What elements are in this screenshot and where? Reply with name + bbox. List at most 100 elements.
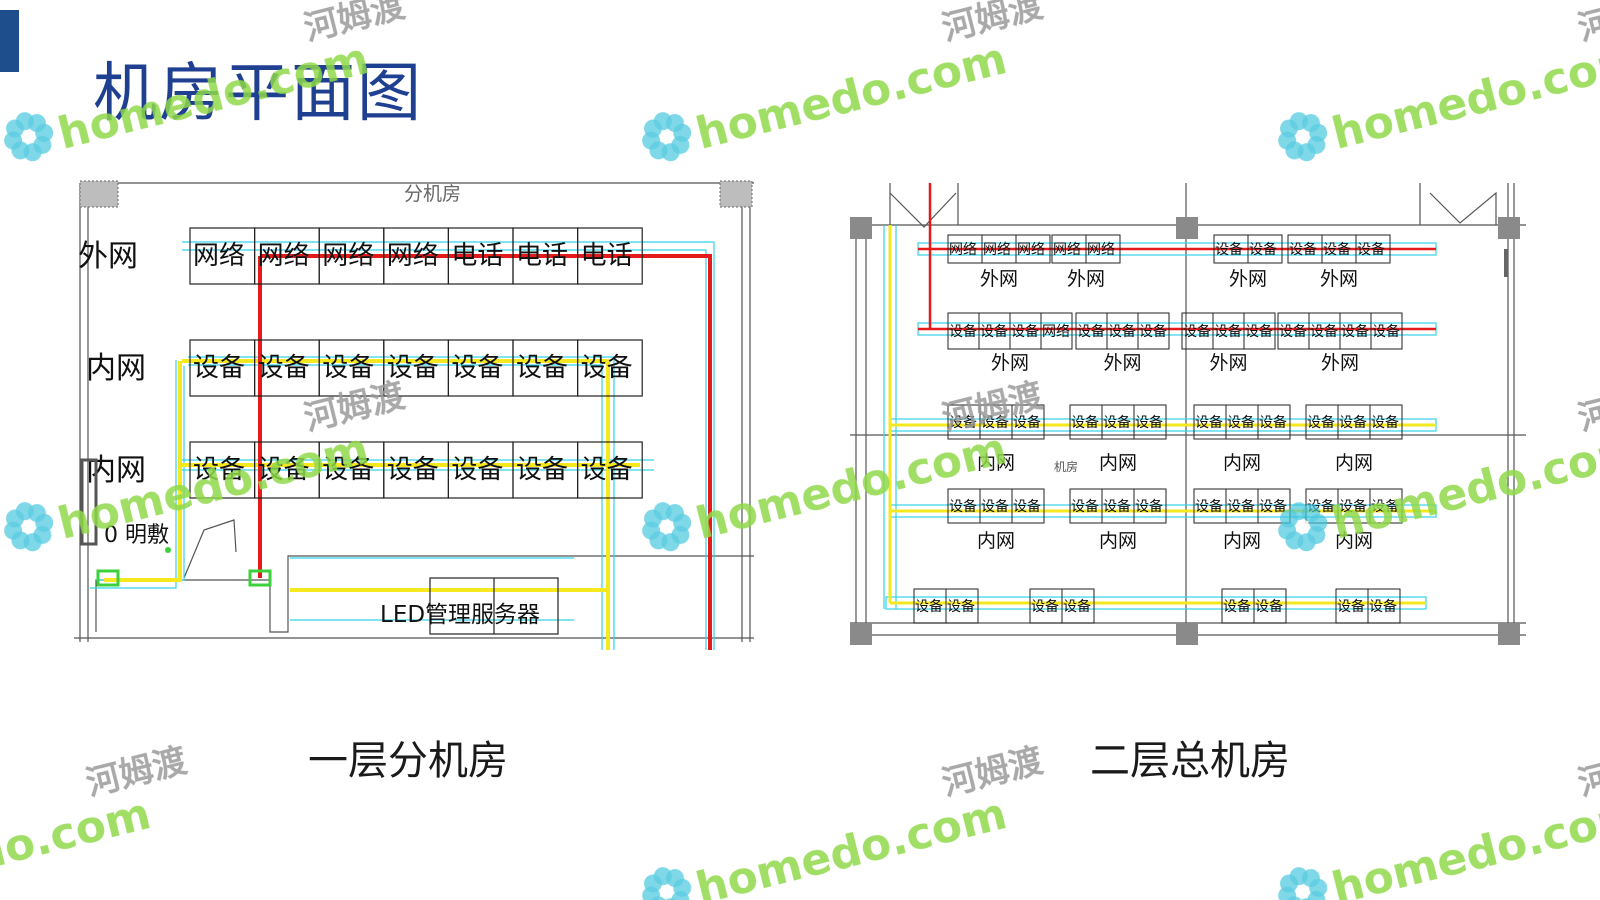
rack-cell-label: 设备: [1371, 414, 1399, 431]
rack-cell-label: 设备: [322, 455, 374, 485]
zone-label: 内网: [1335, 530, 1373, 552]
rack-cell: [577, 339, 643, 397]
rack-cell-label: 电话: [516, 241, 568, 271]
rack-cell-label: 设备: [193, 455, 245, 485]
rack-cell: [1369, 404, 1403, 440]
wall-panel-right: [1504, 249, 1508, 277]
watermark-cn: 河姆渡: [1574, 376, 1600, 439]
routing-note: 0 明敷: [104, 523, 169, 548]
watermark-cn: 河姆渡: [82, 741, 191, 804]
zone-label: 内网: [1223, 530, 1261, 552]
watermark-flower-icon: [1278, 867, 1328, 900]
outlet-right: [248, 569, 272, 587]
rack-cell-label: 设备: [1031, 598, 1059, 615]
zone-label: 外网: [1210, 352, 1248, 374]
outlet-left: [96, 569, 120, 587]
rack-cell: [1011, 488, 1045, 524]
cable-yellow: [104, 359, 640, 650]
rack-cell-label: 设备: [1255, 598, 1283, 615]
zone-label: 外网: [1229, 268, 1267, 290]
rack-cell-label: 设备: [1259, 414, 1287, 431]
rack-cell-label: 设备: [516, 455, 568, 485]
rack-cell-label: 设备: [1139, 323, 1167, 340]
rack-cell-label: 设备: [1289, 241, 1317, 258]
column-top-right: [719, 180, 753, 208]
watermark-flower-icon: [1278, 112, 1328, 162]
rack-cell-label: 设备: [1339, 414, 1367, 431]
watermark-brand: homedo.com: [691, 788, 1012, 900]
zone-label: 外网: [991, 352, 1029, 374]
rack-cell-label: 网络: [258, 241, 310, 271]
rack-cell: [1369, 488, 1403, 524]
rack-cell: [1370, 312, 1403, 350]
rack-cell-label: 设备: [1011, 323, 1039, 340]
plan1-rack-rows: 外网网络网络网络网络电话电话电话内网设备设备设备设备设备设备设备内网设备设备设备…: [78, 227, 643, 499]
rack-cell-label: 设备: [193, 353, 245, 383]
rack-cell: [577, 441, 643, 499]
rack-cell-label: 设备: [581, 455, 633, 485]
plan2-cable-yellow: [888, 225, 1436, 605]
column-b: [1176, 217, 1198, 239]
rack-cell-label: 设备: [1341, 323, 1369, 340]
rack-cell-label: 设备: [1307, 498, 1335, 515]
watermark-cn: 河姆渡: [1574, 0, 1600, 49]
rack-cell: [1061, 588, 1095, 624]
watermark-cn: 河姆渡: [1574, 741, 1600, 804]
rack-cell: [1085, 234, 1121, 264]
watermark-brand: homedo.com: [0, 788, 156, 900]
rack-cell-label: 设备: [1013, 414, 1041, 431]
rack-cell: [1137, 312, 1170, 350]
rack-cell-label: 设备: [387, 353, 439, 383]
rack-cell-label: 设备: [915, 598, 943, 615]
caption-second-floor: 二层总机房: [1090, 738, 1290, 784]
column-d: [850, 623, 872, 645]
rack-cell-label: 设备: [1323, 241, 1351, 258]
rack-cell-label: 设备: [1357, 241, 1385, 258]
rack-cell-label: 设备: [516, 353, 568, 383]
first-floor-plan: 分机房 外网网络网络网络网络电话电话电话内网设备设备设备设备设备设备设备内网设备…: [74, 180, 754, 650]
rack-cell-label: 设备: [1337, 598, 1365, 615]
rack-cell-label: 网络: [1053, 242, 1081, 258]
rack-cell-label: 设备: [451, 353, 503, 383]
watermark-brand: homedo.com: [1327, 33, 1600, 159]
rack-cell-label: 电话: [581, 241, 633, 271]
cable-red: [258, 254, 712, 650]
rack-cell-label: 设备: [1108, 323, 1136, 340]
rack-cell-label: 网络: [949, 242, 977, 258]
page-title: 机房平面图: [93, 57, 423, 131]
zone-label: 内网: [977, 530, 1015, 552]
rack-cell: [1040, 312, 1073, 350]
zone-label: 外网: [1104, 352, 1142, 374]
column-e: [1176, 623, 1198, 645]
cable-tray-cyan: [90, 241, 715, 650]
room-mark: 机房: [1054, 459, 1078, 474]
rack-cell-label: 设备: [1307, 414, 1335, 431]
rack-cell: [1257, 404, 1291, 440]
rack-cell-label: 设备: [981, 498, 1009, 515]
plan2-rack-rows: 网络网络网络外网网络网络外网设备设备外网设备设备设备外网设备设备设备网络外网设备…: [913, 234, 1403, 624]
column-f: [1498, 623, 1520, 645]
watermark-flower-icon: [642, 112, 692, 162]
rack-cell-label: 设备: [1214, 323, 1242, 340]
zone-label: 内网: [1223, 452, 1261, 474]
rack-cell-label: 设备: [258, 353, 310, 383]
rack-cell-label: 设备: [1223, 598, 1251, 615]
zone-label: 内网: [977, 452, 1015, 474]
rack-cell-label: 设备: [949, 414, 977, 431]
rack-cell-label: 设备: [1195, 414, 1223, 431]
zone-label: 外网: [1067, 268, 1105, 290]
rack-cell-label: 设备: [322, 353, 374, 383]
rack-cell: [1011, 404, 1045, 440]
plan2-cable-red: [918, 183, 1436, 331]
rack-cell: [1355, 234, 1391, 264]
rack-cell-label: 网络: [1087, 242, 1115, 258]
zone-label: 内网: [1099, 530, 1137, 552]
rack-cell-label: 网络: [193, 241, 245, 271]
rack-cell: [1367, 588, 1401, 624]
rack-cell-label: 设备: [1103, 498, 1131, 515]
title-accent-bar: [0, 10, 19, 72]
